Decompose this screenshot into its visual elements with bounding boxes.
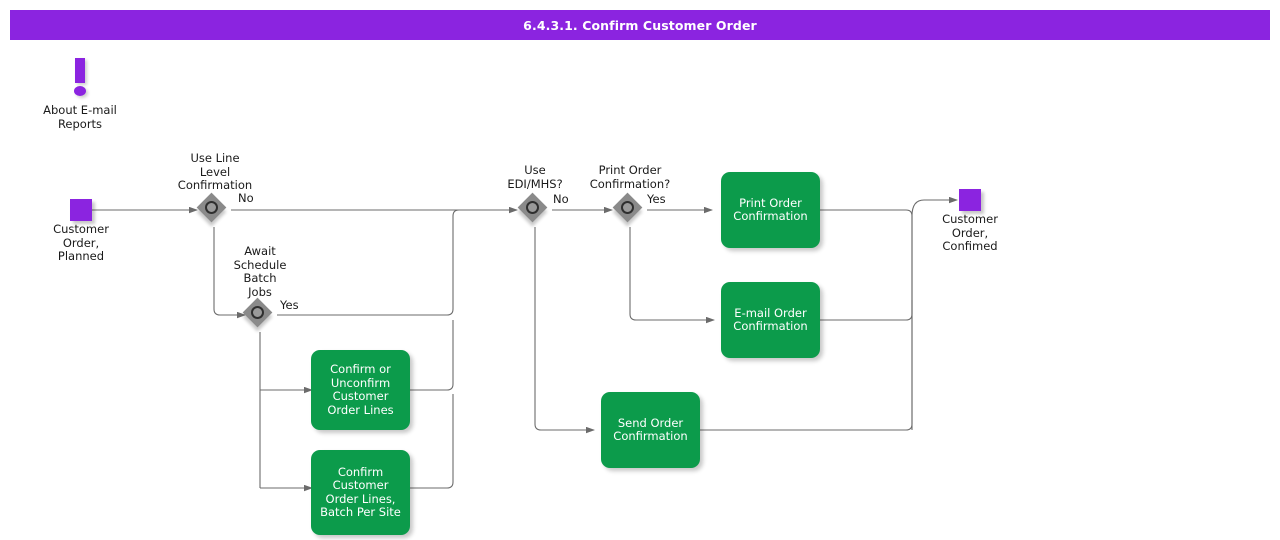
branch-label-use-line-level-confirmation-no: No [238, 191, 254, 205]
wire-send-out [700, 300, 913, 431]
process-send-order-confirmation[interactable]: Send Order Confirmation [601, 392, 700, 468]
decision-print-order-confirmation[interactable] [612, 192, 647, 227]
branch-label-await-schedule-batch-jobs-yes: Yes [280, 298, 299, 312]
decision-label-print-order-confirmation: Print Order Confirmation? [589, 163, 671, 191]
decision-ring-icon [621, 201, 634, 214]
decision-ring-icon [251, 306, 264, 319]
diagram-title-bar: 6.4.3.1. Confirm Customer Order [10, 10, 1270, 40]
terminator-customer-order-confirmed[interactable] [959, 189, 981, 211]
wire-await-yes [277, 209, 470, 316]
process-print-order-confirmation[interactable]: Print Order Confirmation [721, 172, 820, 248]
wire-email-out [820, 216, 913, 321]
process-email-order-confirmation[interactable]: E-mail Order Confirmation [721, 282, 820, 358]
decision-use-edi-mhs[interactable] [517, 192, 552, 227]
wire-edimhs-down-to-send [534, 227, 592, 431]
branch-label-use-edi-mhs-no: No [553, 192, 569, 206]
terminator-label-customer-order-confirmed: Customer Order, Confimed [942, 212, 998, 253]
page-title: 6.4.3.1. Confirm Customer Order [523, 17, 757, 33]
decision-label-await-schedule-batch-jobs: Await Schedule Batch Jobs [233, 244, 287, 299]
wire-uselinelevel-down-to-await [213, 227, 243, 316]
decision-ring-icon [526, 201, 539, 214]
terminator-label-customer-order-planned: Customer Order, Planned [53, 222, 109, 263]
note-label-about-email-reports: About E-mail Reports [43, 103, 117, 131]
decision-ring-icon [205, 201, 218, 214]
exclamation-icon [68, 58, 92, 98]
wire-merge-to-end [911, 196, 958, 217]
exclamation-dot [74, 86, 86, 96]
process-confirm-customer-order-lines-batch-per-site[interactable]: Confirm Customer Order Lines, Batch Per … [311, 450, 410, 535]
process-confirm-or-unconfirm-customer-order-lines[interactable]: Confirm or Unconfirm Customer Order Line… [311, 350, 410, 430]
decision-use-line-level-confirmation[interactable] [196, 192, 231, 227]
terminator-customer-order-planned[interactable] [70, 199, 92, 221]
decision-label-use-edi-mhs: Use EDI/MHS? [507, 163, 563, 191]
exclamation-bar [75, 58, 85, 83]
branch-label-print-order-confirmation-yes: Yes [647, 192, 666, 206]
wire-confirm-batch-out [410, 394, 454, 489]
wire-printconf-down-to-email [629, 227, 692, 321]
wire-confirm-unconfirm-out [410, 320, 454, 391]
decision-await-schedule-batch-jobs[interactable] [242, 297, 277, 332]
decision-label-use-line-level-confirmation: Use Line Level Confirmation [177, 151, 253, 192]
